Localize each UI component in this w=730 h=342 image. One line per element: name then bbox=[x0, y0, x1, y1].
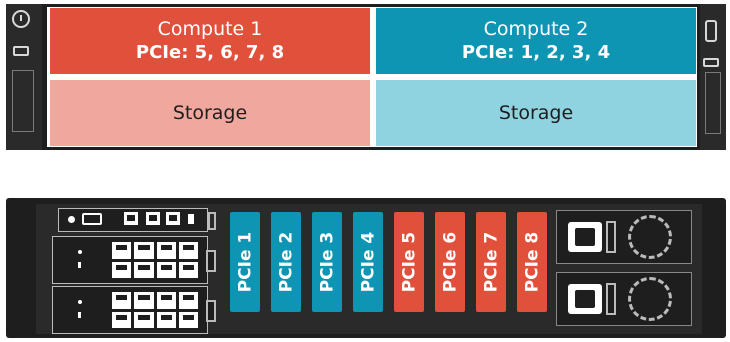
storage-2-label: Storage bbox=[498, 102, 574, 124]
power-socket-icon bbox=[568, 222, 602, 252]
pcie-slot-1: PCIe 1 bbox=[230, 212, 260, 312]
pcie-slot-label: PCIe 6 bbox=[440, 231, 461, 293]
ethernet-port-icon bbox=[156, 261, 176, 278]
fan-icon bbox=[628, 215, 672, 259]
ethernet-port-icon bbox=[134, 242, 154, 259]
pcie-slot-label: PCIe 3 bbox=[317, 231, 338, 293]
pcie-slot-3: PCIe 3 bbox=[312, 212, 342, 312]
compute-1-pcie: PCIe: 5, 6, 7, 8 bbox=[135, 42, 285, 63]
ethernet-port-icon bbox=[156, 242, 176, 259]
ethernet-port-icon bbox=[156, 292, 176, 309]
pcie-slot-label: PCIe 5 bbox=[399, 231, 420, 293]
ethernet-port-icon bbox=[156, 311, 176, 328]
ethernet-port-grid bbox=[112, 292, 198, 328]
pcie-slot-label: PCIe 2 bbox=[276, 231, 297, 293]
pcie-slot-8: PCIe 8 bbox=[517, 212, 547, 312]
usb-icon bbox=[13, 46, 29, 56]
ethernet-port-icon bbox=[134, 311, 154, 328]
ethernet-port-icon bbox=[112, 311, 132, 328]
compute-1-block: Compute 1 PCIe: 5, 6, 7, 8 bbox=[50, 8, 370, 74]
ethernet-port-icon bbox=[112, 292, 132, 309]
usb-icon bbox=[705, 20, 717, 42]
ethernet-port-icon bbox=[178, 292, 198, 309]
io-connector bbox=[188, 214, 194, 224]
ethernet-port-icon bbox=[134, 261, 154, 278]
pcie-slot-7: PCIe 7 bbox=[476, 212, 506, 312]
pcie-slot-4: PCIe 4 bbox=[353, 212, 383, 312]
ethernet-port-icon bbox=[146, 212, 160, 225]
storage-1-label: Storage bbox=[172, 102, 248, 124]
power-supply-handle bbox=[606, 221, 616, 253]
network-card-tab bbox=[206, 300, 216, 322]
ethernet-port-icon bbox=[112, 242, 132, 259]
pcie-slot-2: PCIe 2 bbox=[271, 212, 301, 312]
ethernet-port-icon bbox=[178, 242, 198, 259]
ethernet-port-icon bbox=[124, 212, 138, 225]
power-icon bbox=[12, 10, 30, 28]
io-tab bbox=[208, 212, 216, 230]
front-right-ear bbox=[700, 4, 726, 150]
usb-icon bbox=[703, 58, 719, 67]
front-left-slot bbox=[12, 70, 34, 132]
compute-2-title: Compute 2 bbox=[483, 18, 589, 40]
indicator-led bbox=[78, 312, 81, 318]
power-supply-handle bbox=[606, 283, 616, 315]
pcie-slot-5: PCIe 5 bbox=[394, 212, 424, 312]
pcie-slot-label: PCIe 1 bbox=[235, 231, 256, 293]
power-socket-icon bbox=[568, 284, 602, 314]
pcie-slot-label: PCIe 7 bbox=[481, 231, 502, 293]
indicator-dot bbox=[78, 250, 82, 254]
pcie-slot-6: PCIe 6 bbox=[435, 212, 465, 312]
ethernet-port-grid bbox=[112, 242, 198, 278]
compute-1-title: Compute 1 bbox=[157, 18, 263, 40]
vga-port-icon bbox=[82, 213, 102, 225]
indicator-led bbox=[78, 262, 81, 268]
storage-1-block: Storage bbox=[50, 80, 370, 146]
pcie-slot-label: PCIe 4 bbox=[358, 231, 379, 293]
storage-2-block: Storage bbox=[376, 80, 696, 146]
pcie-slot-label: PCIe 8 bbox=[522, 231, 543, 293]
ethernet-port-icon bbox=[178, 261, 198, 278]
ethernet-port-icon bbox=[134, 292, 154, 309]
ethernet-port-icon bbox=[178, 311, 198, 328]
front-right-slot bbox=[705, 72, 721, 134]
network-card-tab bbox=[206, 250, 216, 272]
indicator-dot bbox=[68, 216, 75, 223]
fan-icon bbox=[628, 277, 672, 321]
indicator-dot bbox=[78, 300, 82, 304]
ethernet-port-icon bbox=[112, 261, 132, 278]
ethernet-port-icon bbox=[166, 212, 180, 225]
compute-2-block: Compute 2 PCIe: 1, 2, 3, 4 bbox=[376, 8, 696, 74]
compute-2-pcie: PCIe: 1, 2, 3, 4 bbox=[461, 42, 611, 63]
